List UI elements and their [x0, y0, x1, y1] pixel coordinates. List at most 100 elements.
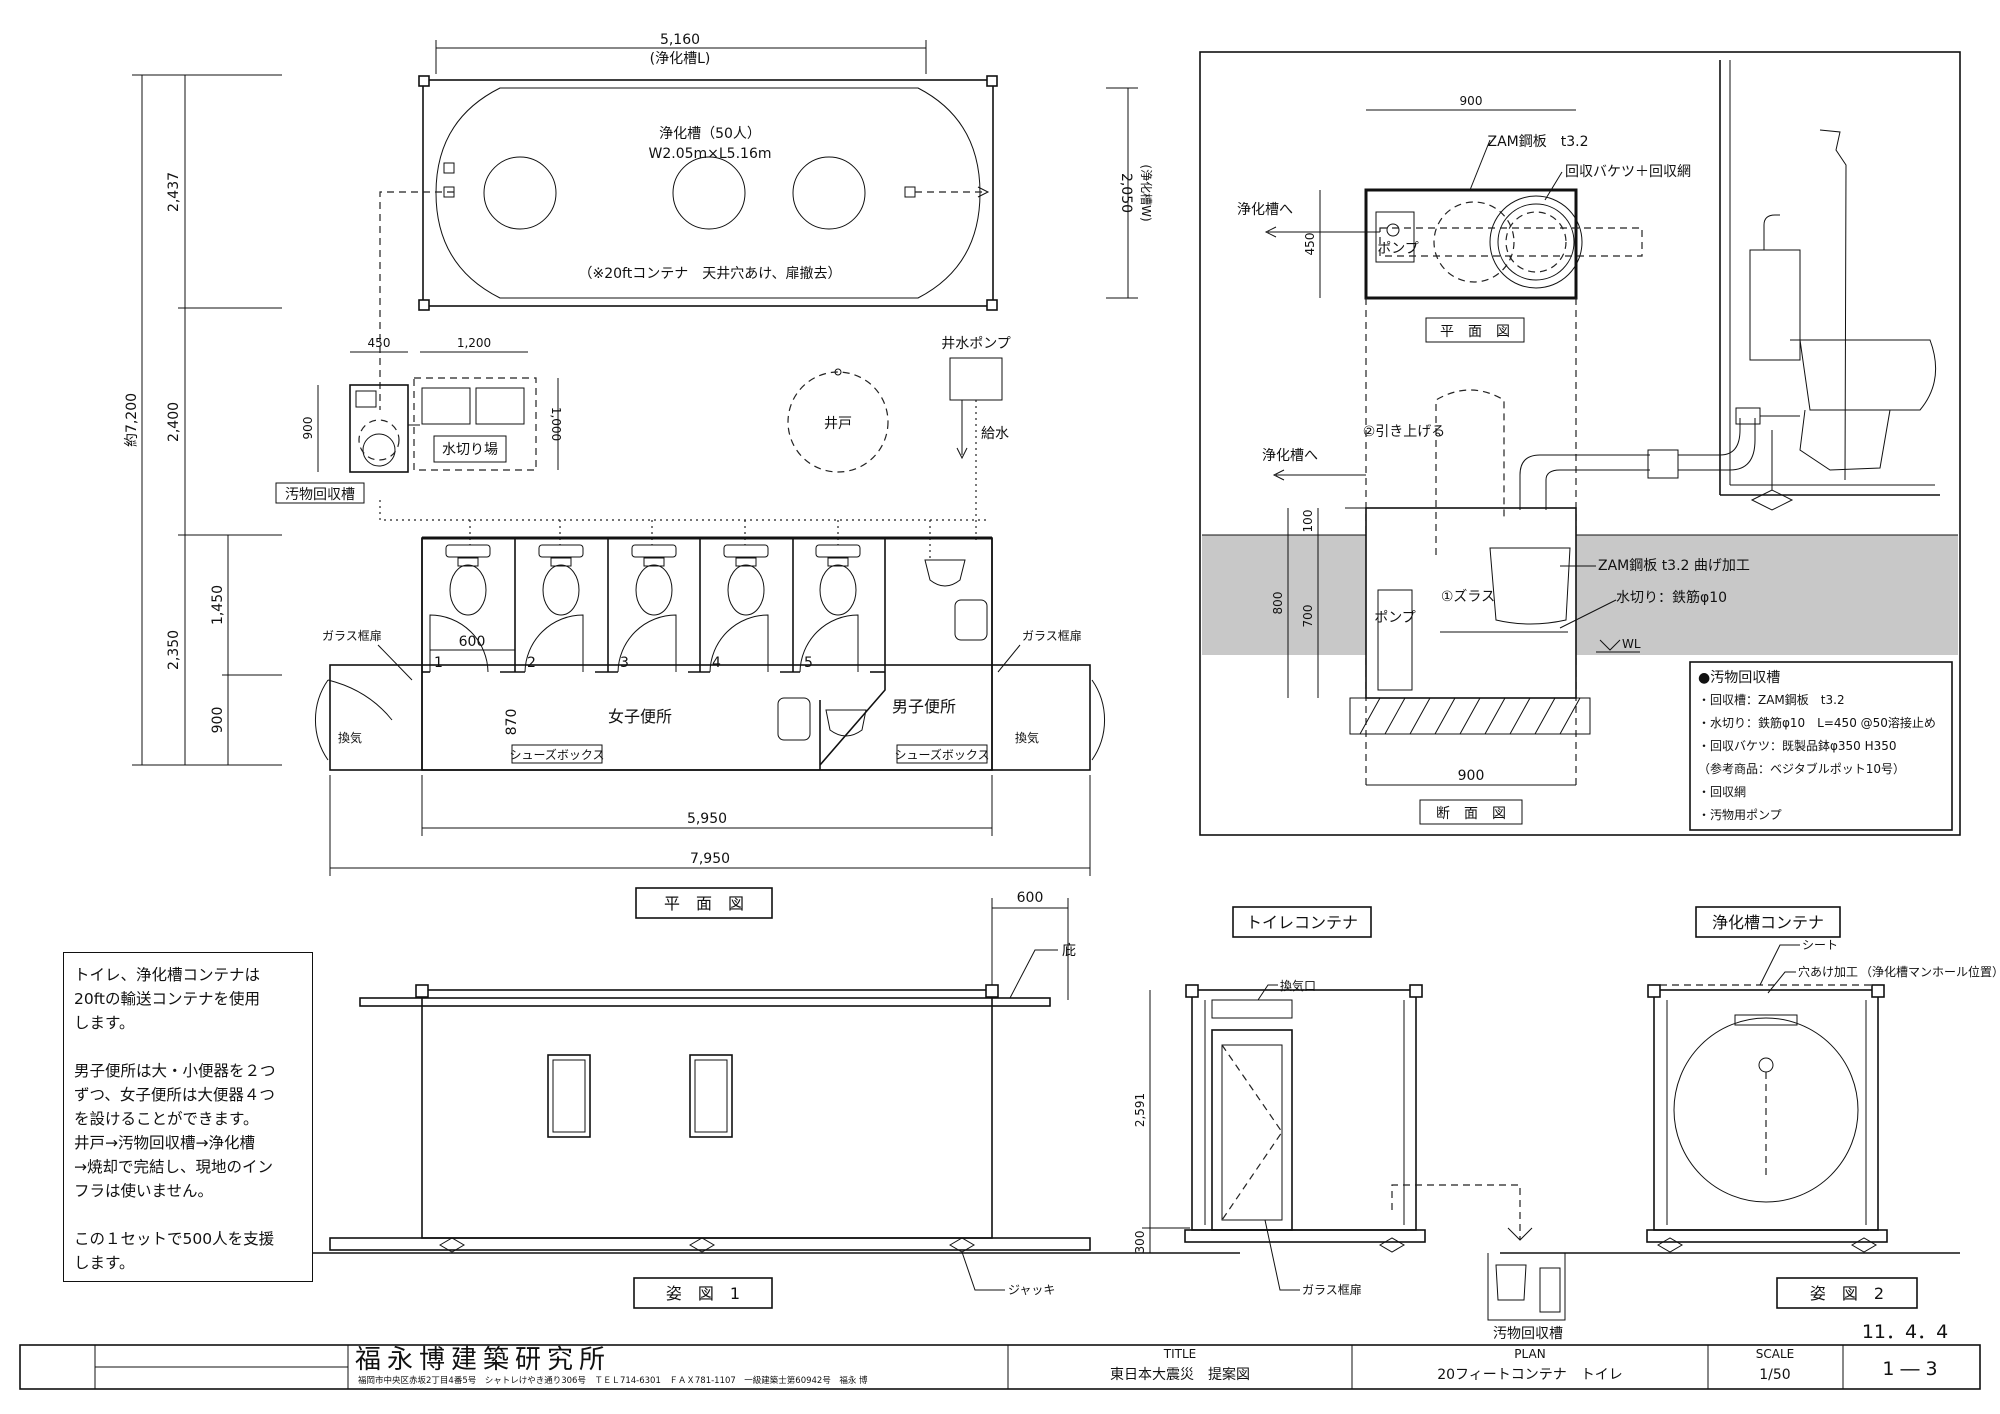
- note-line: フラは使いません。: [74, 1182, 214, 1200]
- stall-4: 4: [712, 655, 721, 671]
- pit-elev: 汚物回収槽: [1493, 1326, 1563, 1342]
- tank-box-label: 浄化槽コンテナ: [1712, 913, 1824, 932]
- notes-box: トイレ、浄化槽コンテナは 20ftの輸送コンテナを使用 します。 男子便所は大・…: [63, 952, 313, 1282]
- shoe-box-right: シューズボックス: [894, 747, 989, 762]
- plan-caption: 平 面 図: [635, 887, 773, 919]
- spec-1: ・回収槽：ZAM鋼板 t3.2: [1698, 693, 1845, 707]
- dim-d: 1,450: [210, 585, 226, 625]
- note-line: 井戸→汚物回収槽→浄化槽: [74, 1134, 255, 1152]
- dim-top-sub: (浄化槽L): [650, 51, 711, 67]
- plan-label: PLAN: [1514, 1347, 1545, 1361]
- dim-top-value: 5,160: [660, 32, 700, 48]
- dim-b: 2,400: [166, 402, 182, 442]
- well-pump-label: 井水ポンプ: [941, 336, 1011, 352]
- h300: 300: [1133, 1231, 1147, 1254]
- dim-door: 870: [504, 709, 520, 736]
- bucket-net: 回収バケツ＋回収網: [1565, 164, 1691, 180]
- note-line: この１セットで500人を支援: [74, 1230, 275, 1248]
- tank-size: W2.05m×L5.16m: [649, 146, 772, 162]
- scale-label: SCALE: [1756, 1347, 1794, 1361]
- dim-tank-width: 2,050 (浄化槽W): [1106, 87, 1153, 299]
- detail-h450: 450: [1303, 233, 1317, 256]
- drain-label: 水切り場: [442, 442, 498, 458]
- drain-h: 1,000: [549, 407, 563, 441]
- wl-label: WL: [1622, 637, 1641, 651]
- title-value: 東日本大震災 提案図: [1110, 1366, 1250, 1383]
- h700: 700: [1301, 605, 1315, 628]
- section-caption: 断 面 図: [1436, 806, 1506, 822]
- stall-1: 1: [434, 655, 443, 671]
- date: 11．4．4: [1862, 1321, 1948, 1343]
- glass-door-right: ガラス框扉: [1022, 629, 1082, 643]
- detail-w900: 900: [1460, 94, 1483, 108]
- note-line: トイレ、浄化槽コンテナは: [74, 966, 261, 984]
- tank-note: （※20ftコンテナ 天井穴あけ、扉撤去）: [578, 266, 841, 282]
- drain-area: 1,200 水切り場 1,000: [413, 336, 563, 471]
- dim-a: 2,437: [166, 172, 182, 212]
- spec-6: ・汚物用ポンプ: [1698, 808, 1782, 822]
- sheet-number: 1 ― 3: [1882, 1358, 1937, 1380]
- dim-tank-width-sub: (浄化槽W): [1139, 164, 1153, 221]
- detail-panel: 900 浄化槽へ 450 ポンプ ZAM鋼板 t3.2 回収バケツ＋回収網 平 …: [1199, 51, 1961, 836]
- elev1-600: 600: [1017, 890, 1044, 906]
- stall-2: 2: [527, 655, 536, 671]
- septic-tank-plan: 浄化槽（50人） W2.05m×L5.16m （※20ftコンテナ 天井穴あけ、…: [379, 75, 998, 410]
- dim-bottom-b: 7,950: [690, 851, 730, 867]
- firm-name: 福永博建築研究所: [355, 1345, 611, 1375]
- vent-port: 換気口: [1280, 978, 1316, 993]
- note-line: 男子便所は大・小便器を２つ: [74, 1062, 276, 1080]
- hole-label: 穴あけ加工: [1798, 964, 1858, 979]
- dim-bottom: 5,950 7,950: [329, 775, 1091, 876]
- spec-5: ・回収網: [1698, 785, 1746, 799]
- slide-label: ①ズラス: [1441, 589, 1495, 605]
- waste-pit-plan: 450 900 汚物回収槽: [275, 336, 420, 504]
- vent-left: 換気: [338, 730, 362, 745]
- scale-value: 1/50: [1759, 1367, 1790, 1383]
- plan-value: 20フィートコンテナ トイレ: [1437, 1367, 1623, 1383]
- drain-w: 1,200: [457, 336, 491, 350]
- spec-4: （参考商品：ベジタブルポット10号）: [1698, 761, 1905, 776]
- shoe-box-left: シューズボックス: [509, 747, 604, 762]
- zam-label: ZAM鋼板 t3.2: [1487, 134, 1588, 150]
- well: 井戸 井水ポンプ 給水: [787, 336, 1011, 473]
- spec-title: ●汚物回収槽: [1698, 670, 1780, 686]
- glass-door-elev: ガラス框扉: [1302, 1283, 1362, 1297]
- pump-1: ポンプ: [1377, 241, 1419, 257]
- eave-label: 庇: [1062, 943, 1076, 959]
- note-line: →焼却で完結し、現地のイン: [74, 1158, 273, 1176]
- sheet-label: シート: [1802, 938, 1838, 952]
- drainer: 水切り：鉄筋φ10: [1616, 589, 1727, 606]
- dim-bottom-a: 5,950: [687, 811, 727, 827]
- men-label: 男子便所: [892, 697, 956, 716]
- title-block: 11．4．4 福永博建築研究所 福岡市中央区赤坂2丁目4番5号 シャトレけやき通…: [19, 1321, 1981, 1390]
- stall-3: 3: [620, 655, 629, 671]
- toilet-container-plan: [329, 536, 1091, 771]
- note-line: ずつ、女子便所は大便器４つ: [74, 1086, 275, 1104]
- dim-total: 約7,200: [124, 393, 140, 447]
- h800: 800: [1271, 592, 1285, 615]
- hole-note: （浄化槽マンホール位置）: [1860, 964, 2000, 979]
- to-tank-1: 浄化槽へ: [1237, 202, 1293, 218]
- stall-5: 5: [804, 655, 813, 671]
- dim-top: 5,160 (浄化槽L): [435, 32, 927, 74]
- pump-2: ポンプ: [1374, 610, 1416, 626]
- lift-label: ②引き上げる: [1363, 424, 1446, 440]
- stall-doors: [315, 614, 1105, 761]
- note-line: 20ftの輸送コンテナを使用: [74, 990, 260, 1008]
- well-label: 井戸: [824, 416, 852, 432]
- elev1-caption: 姿 図 1: [666, 1284, 740, 1303]
- dim-stall: 600: [459, 634, 486, 650]
- dim-tank-width-value: 2,050: [1118, 173, 1134, 213]
- pit-label: 汚物回収槽: [285, 487, 355, 503]
- note-line: します。: [74, 1254, 135, 1272]
- spec-2: ・水切り：鉄筋φ10 L=450 @50溶接止め: [1698, 715, 1936, 730]
- elev2-caption: 姿 図 2: [1810, 1284, 1884, 1303]
- h2591: 2,591: [1133, 1093, 1147, 1127]
- pit-h: 900: [301, 417, 315, 440]
- firm-address: 福岡市中央区赤坂2丁目4番5号 シャトレけやき通り306号 ＴＥＬ714-630…: [358, 1375, 868, 1386]
- detail-plan-caption: 平 面 図: [1440, 324, 1510, 340]
- to-tank-2: 浄化槽へ: [1262, 448, 1318, 464]
- glass-door-left: ガラス框扉: [322, 629, 382, 643]
- spec-box: ●汚物回収槽 ・回収槽：ZAM鋼板 t3.2 ・水切り：鉄筋φ10 L=450 …: [1689, 661, 1953, 831]
